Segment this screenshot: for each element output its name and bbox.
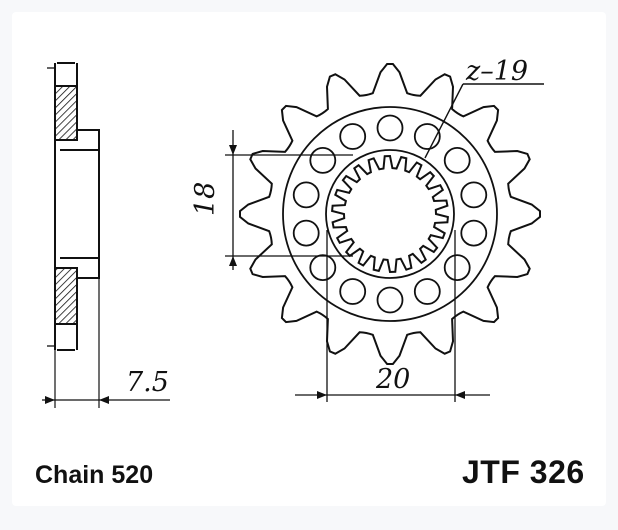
profile-lower-hatch <box>54 267 78 325</box>
front-sprocket-view <box>239 63 541 365</box>
chain-size-label: Chain 520 <box>35 461 154 489</box>
part-number-label: JTF 326 <box>462 454 585 490</box>
tooth-count-label: z–19 <box>465 56 528 87</box>
lightening-hole <box>443 146 471 174</box>
bore-height-label: 18 <box>190 182 221 216</box>
side-profile-view <box>42 62 170 408</box>
lightening-hole <box>309 146 337 174</box>
bore-height-dimension-lines <box>225 130 353 270</box>
tooth-count-callout <box>424 83 544 159</box>
lightening-hole <box>292 181 320 209</box>
hole-ring-inner <box>325 149 455 279</box>
lightening-hole <box>413 123 441 150</box>
hole-ring-outer <box>282 106 498 322</box>
lightening-hole <box>309 254 337 282</box>
drawing-sheet <box>12 12 606 506</box>
lightening-hole <box>376 114 404 142</box>
profile-bottom-tooth <box>54 324 78 351</box>
lightening-hole <box>460 181 488 209</box>
lightening-hole <box>292 219 320 247</box>
lightening-hole <box>339 123 367 150</box>
spline-bore <box>331 154 449 274</box>
bore-width-label: 20 <box>375 364 410 395</box>
profile-top-tooth <box>54 62 78 86</box>
lightening-hole <box>413 278 441 305</box>
profile-hub <box>54 129 100 279</box>
lightening-hole <box>460 219 488 247</box>
lightening-hole <box>443 254 471 282</box>
lightening-hole <box>376 286 404 314</box>
sprocket-outline <box>239 63 541 365</box>
bore-width-dimension-lines <box>295 230 490 402</box>
lightening-hole <box>339 278 367 305</box>
thickness-dimension: 7.5 <box>126 367 169 398</box>
lightening-holes <box>292 114 488 314</box>
profile-upper-hatch <box>54 85 78 141</box>
